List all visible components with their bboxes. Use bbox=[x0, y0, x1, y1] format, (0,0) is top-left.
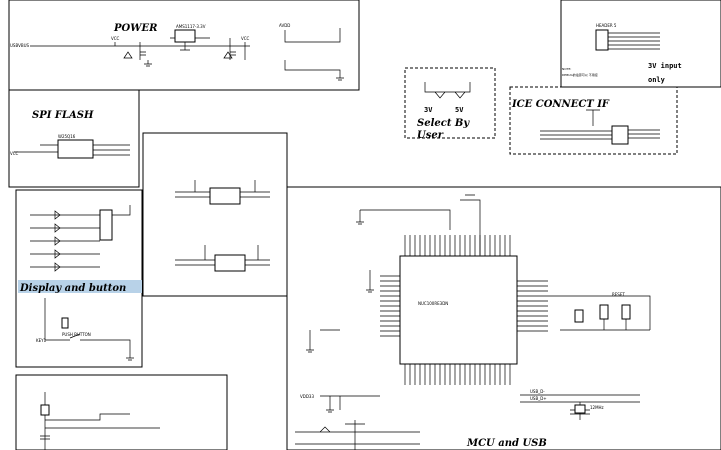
display-rnet bbox=[99, 209, 113, 241]
debug-note-title: NOTE: bbox=[562, 67, 571, 71]
reset-resistor bbox=[574, 309, 584, 323]
header-label: HEADER 5 bbox=[596, 23, 617, 28]
regulator-chip bbox=[174, 29, 196, 43]
bottom-left-frame bbox=[15, 374, 228, 450]
crystal bbox=[574, 404, 586, 414]
ice-connector bbox=[611, 125, 629, 145]
power-block: POWER USBVBUS AMS1117-3.3V VCC VCC AVDD bbox=[8, 0, 360, 91]
display-title: Display and button bbox=[19, 283, 126, 294]
reset-label: RESET bbox=[612, 292, 625, 297]
usb-dp-label: USB_D+ bbox=[530, 396, 547, 401]
usbvbus-label: USBVBUS bbox=[10, 43, 29, 48]
display-frame bbox=[15, 189, 143, 368]
ice-block: ICE CONNECT IF bbox=[509, 86, 678, 155]
mid-chip-2 bbox=[214, 254, 246, 272]
mcu-right-pins bbox=[517, 280, 548, 332]
mcu-top-pins bbox=[404, 235, 511, 256]
header-connector bbox=[595, 29, 609, 51]
mcu-frame bbox=[286, 186, 721, 450]
mid-chip-1 bbox=[209, 187, 241, 205]
flash-part-label: W25Q16 bbox=[58, 134, 76, 139]
power-vcc-label: VCC bbox=[111, 36, 120, 41]
bottom-left-block bbox=[15, 374, 228, 450]
mcu-block: NUC100RE3DN RESET 12MHz USB_D- USB_D+ VD… bbox=[286, 186, 721, 450]
power-title: POWER bbox=[113, 23, 157, 34]
power-vcc-label-2: VCC bbox=[241, 36, 250, 41]
spi-title: SPI FLASH bbox=[32, 110, 94, 121]
mcu-chip bbox=[399, 255, 518, 365]
flash-chip bbox=[57, 139, 94, 159]
select-line2: User bbox=[417, 130, 444, 141]
mcu-resistor-2 bbox=[599, 304, 609, 320]
mcu-left-pins bbox=[380, 275, 400, 337]
flash-vcc-label: VCC bbox=[10, 151, 19, 156]
select-frame bbox=[404, 67, 496, 139]
xtal-label: 12MHz bbox=[590, 405, 604, 410]
usb-dm-label: USB_D- bbox=[530, 389, 545, 394]
header-block: HEADER 5 3V input only NOTE: DEBUG的電源可以 … bbox=[560, 0, 721, 88]
key1-label: KEY1 bbox=[36, 338, 47, 343]
mcu-resistor-3 bbox=[621, 304, 631, 320]
select-block: 3V 5V Select By User bbox=[404, 67, 496, 141]
button-resistor bbox=[61, 317, 69, 329]
mcu-title: MCU and USB bbox=[466, 438, 547, 449]
mid-chip-block bbox=[142, 132, 288, 297]
spi-flash-block: SPI FLASH W25Q16 VCC bbox=[8, 89, 140, 188]
mcu-part-label: NUC100RE3DN bbox=[418, 301, 448, 306]
display-title-bg bbox=[18, 280, 142, 293]
input-note-line1: 3V input bbox=[648, 62, 682, 70]
power-frame bbox=[8, 0, 360, 91]
select-line1: Select By bbox=[417, 118, 470, 129]
debug-note-body: DEBUG的電源可以 不用接 bbox=[562, 72, 598, 77]
select-5v: 5V bbox=[455, 106, 464, 114]
spi-frame bbox=[8, 89, 140, 188]
select-3v: 3V bbox=[424, 106, 433, 114]
ice-frame bbox=[509, 86, 678, 155]
mcu-bottom-pins bbox=[404, 364, 511, 385]
bottom-resistor bbox=[40, 404, 50, 416]
regulator-label: AMS1117-3.3V bbox=[176, 24, 206, 29]
vdd33-label: VDD33 bbox=[300, 394, 314, 399]
input-note-line2: only bbox=[648, 76, 666, 84]
avdd-label: AVDD bbox=[279, 23, 290, 28]
display-block: Display and button PUSH BUTTON KEY1 bbox=[15, 189, 143, 368]
mid-frame bbox=[142, 132, 288, 297]
push-button-label: PUSH BUTTON bbox=[62, 332, 91, 337]
ice-title: ICE CONNECT IF bbox=[511, 99, 610, 110]
